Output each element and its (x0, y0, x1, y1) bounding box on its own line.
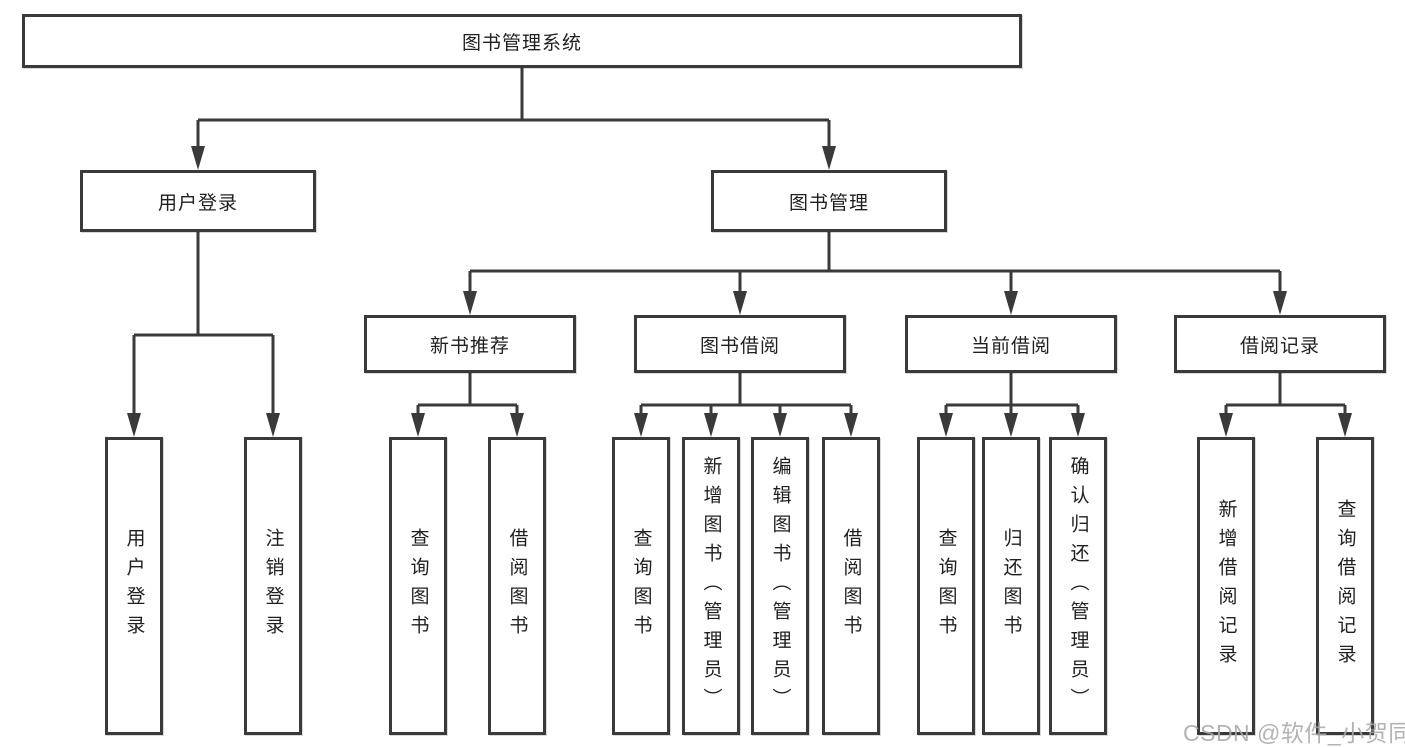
leaf-borrow-books: 借阅图书 (822, 437, 880, 735)
leaf-confirm-return-admin-label: 确认归还（管理员） (1067, 455, 1089, 717)
node-borrow-record: 借阅记录 (1174, 315, 1386, 373)
node-book-borrow: 图书借阅 (634, 315, 846, 373)
leaf-add-borrow-record: 新增借阅记录 (1197, 437, 1255, 735)
leaf-logout: 注销登录 (244, 437, 302, 735)
leaf-query-books-current-label: 查询图书 (935, 528, 957, 644)
leaf-query-books-recommend-label: 查询图书 (407, 528, 429, 644)
node-current-borrow-label: 当前借阅 (970, 335, 1051, 357)
node-new-book-recommend: 新书推荐 (364, 315, 576, 373)
leaf-user-login: 用户登录 (105, 437, 163, 735)
node-user-login: 用户登录 (80, 170, 316, 232)
leaf-return-book-label: 归还图书 (1000, 528, 1022, 644)
leaf-borrow-books-recommend-label: 借阅图书 (506, 528, 528, 644)
leaf-edit-book-admin: 编辑图书（管理员） (751, 437, 809, 735)
leaf-borrow-books-recommend: 借阅图书 (488, 437, 546, 735)
leaf-query-books-current: 查询图书 (917, 437, 975, 735)
leaf-query-books-borrow-label: 查询图书 (630, 528, 652, 644)
node-book-management: 图书管理 (711, 170, 947, 232)
leaf-query-books-borrow: 查询图书 (612, 437, 670, 735)
leaf-query-borrow-record: 查询借阅记录 (1316, 437, 1374, 735)
leaf-add-book-admin: 新增图书（管理员） (682, 437, 740, 735)
leaf-query-books-recommend: 查询图书 (389, 437, 447, 735)
leaf-edit-book-admin-label: 编辑图书（管理员） (769, 455, 791, 717)
csdn-watermark: CSDN @软件_小贺同学 (1183, 720, 1405, 746)
leaf-add-borrow-record-label: 新增借阅记录 (1215, 499, 1237, 673)
node-borrow-record-label: 借阅记录 (1239, 335, 1320, 357)
leaf-confirm-return-admin: 确认归还（管理员） (1049, 437, 1107, 735)
node-root: 图书管理系统 (22, 14, 1022, 68)
node-book-borrow-label: 图书借阅 (699, 335, 780, 357)
node-user-login-label: 用户登录 (157, 192, 238, 214)
leaf-logout-label: 注销登录 (262, 528, 284, 644)
leaf-add-book-admin-label: 新增图书（管理员） (700, 455, 722, 717)
node-new-book-recommend-label: 新书推荐 (429, 335, 510, 357)
node-root-label: 图书管理系统 (461, 32, 582, 54)
leaf-return-book: 归还图书 (982, 437, 1040, 735)
leaf-query-borrow-record-label: 查询借阅记录 (1334, 499, 1356, 673)
node-book-management-label: 图书管理 (788, 192, 869, 214)
leaf-borrow-books-label: 借阅图书 (840, 528, 862, 644)
node-current-borrow: 当前借阅 (905, 315, 1117, 373)
leaf-user-login-label: 用户登录 (123, 528, 145, 644)
